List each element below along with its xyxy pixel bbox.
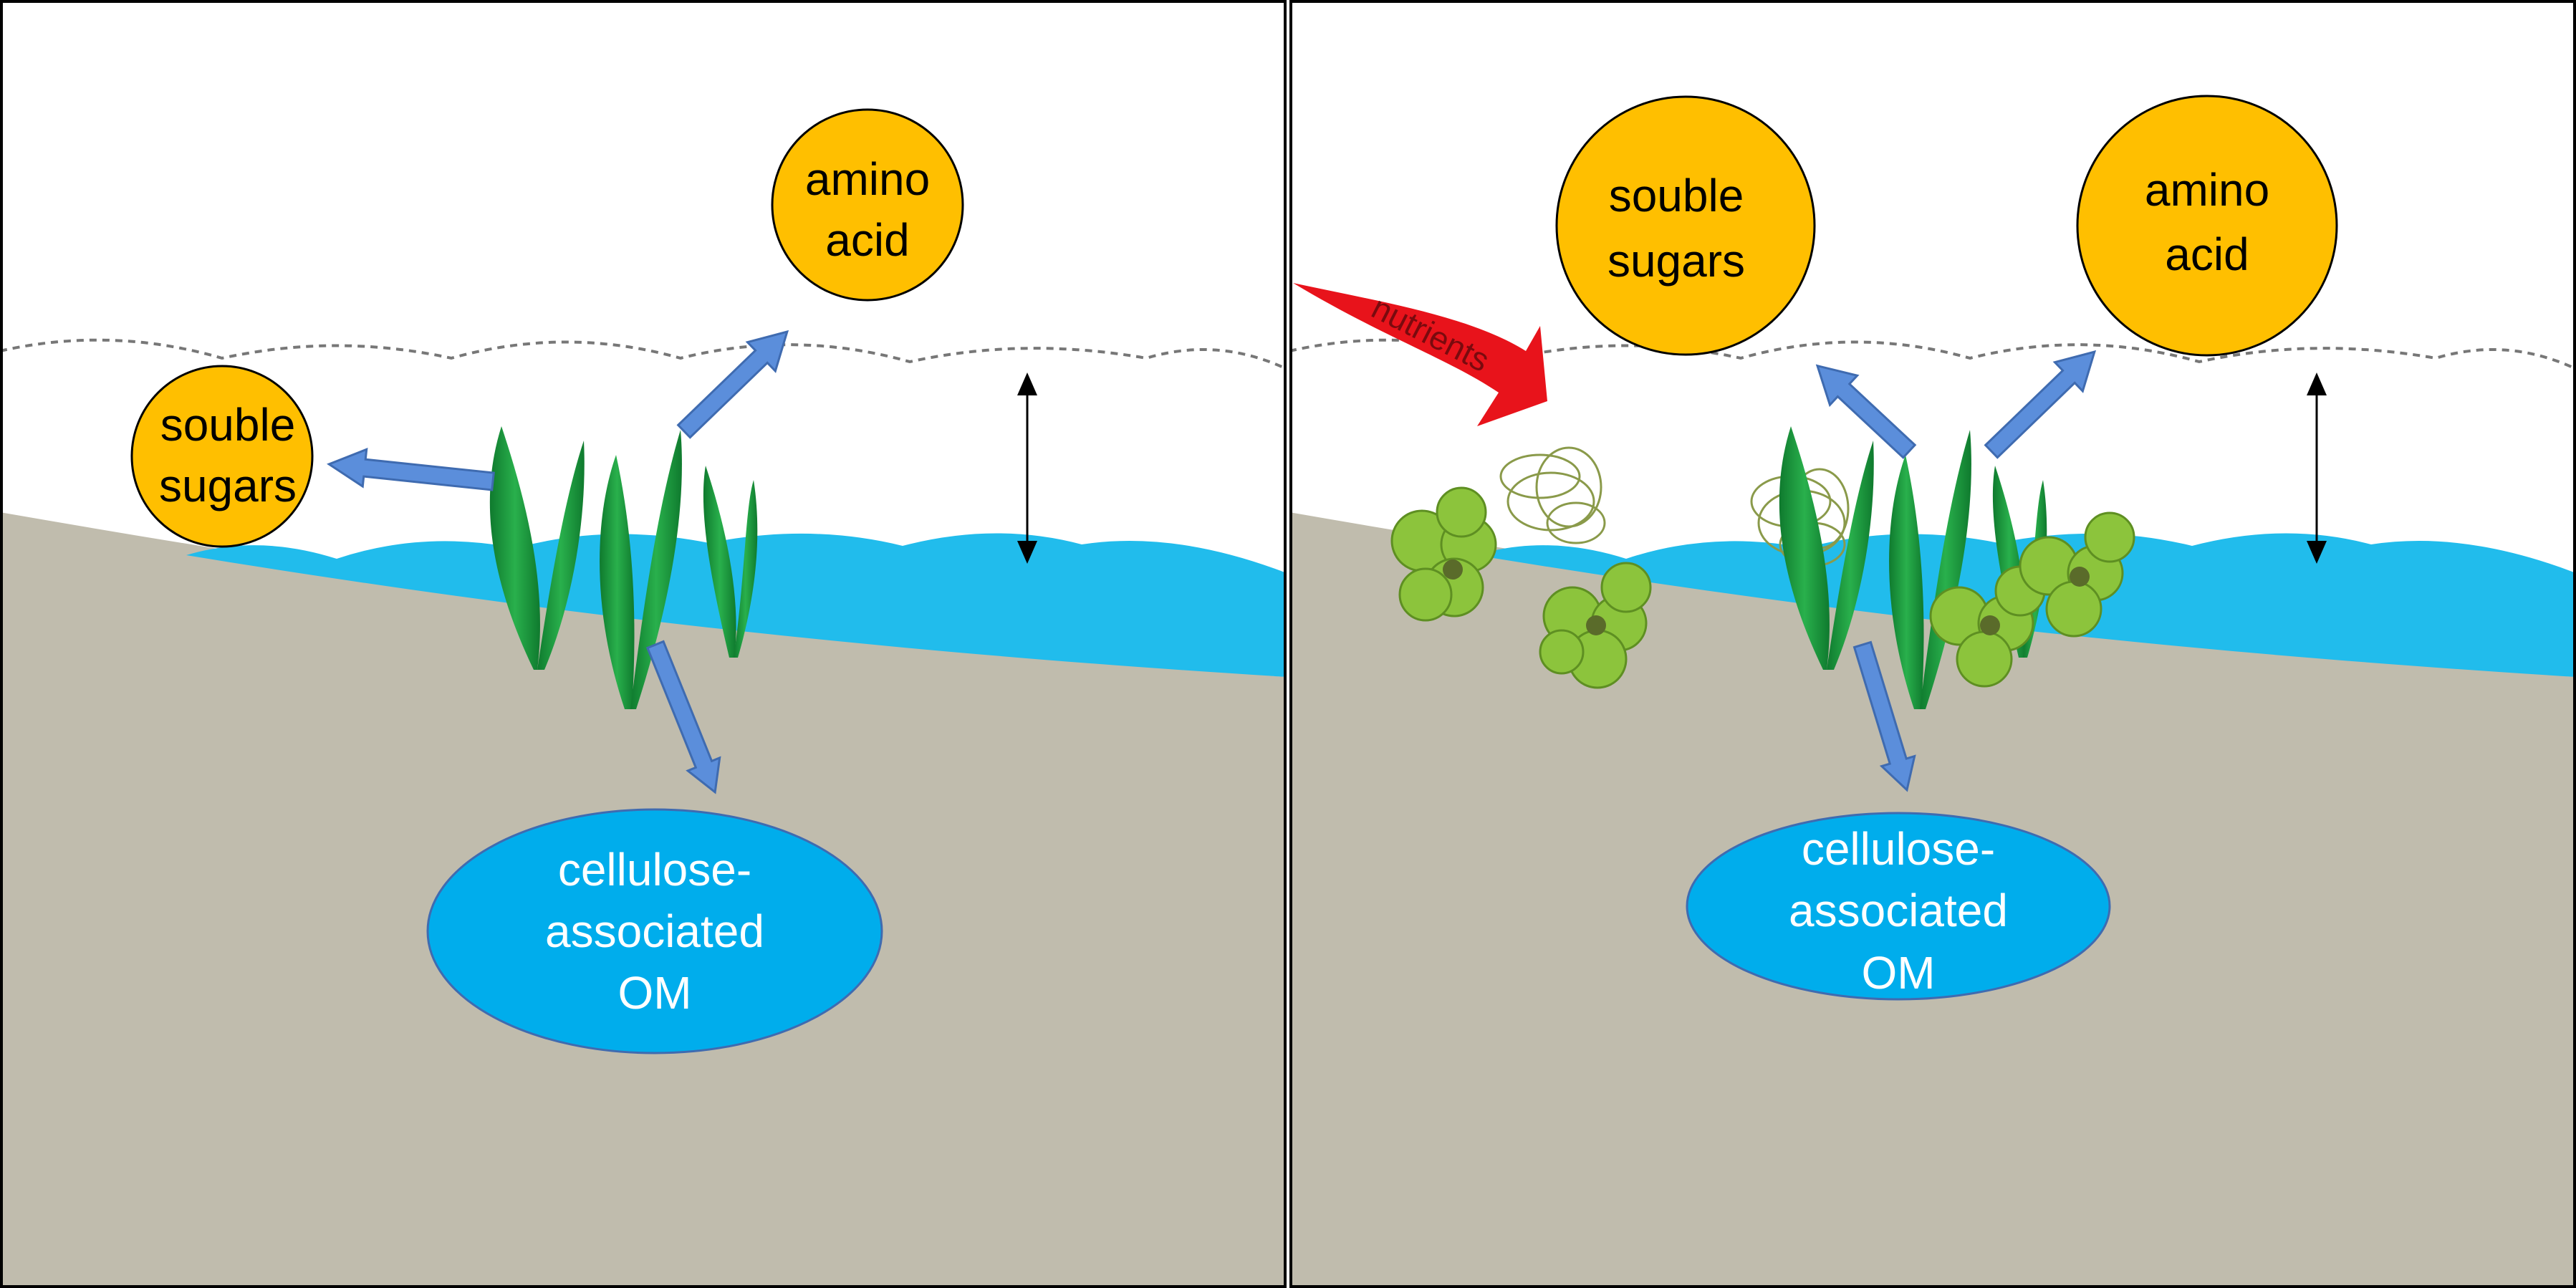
panel-right-border <box>1289 0 2576 1288</box>
bubble-soluble-sugars-line2: sugars <box>159 460 297 511</box>
pool-cellulose-om-line2: associated <box>1789 885 2008 936</box>
seagrass <box>489 426 758 709</box>
arrow-to-soluble-sugars <box>327 448 495 491</box>
panel-left: amino acid souble sugars cellulose- asso… <box>1 1 1285 1287</box>
seagrass <box>1779 426 2047 709</box>
bubble-amino-acid-line1: amino <box>805 153 930 205</box>
arrow-to-amino-acid <box>1984 350 2097 459</box>
svg-text:OM: OM <box>617 967 691 1019</box>
svg-text:cellulose-: cellulose- <box>558 844 751 895</box>
panel-right: nutrients <box>1291 1 2575 1287</box>
arrow-to-amino-acid <box>676 330 789 439</box>
panel-left-border <box>0 0 1287 1288</box>
bubble-soluble-sugars-line1: souble <box>160 399 296 451</box>
pool-cellulose-om-line3: OM <box>1861 947 1935 999</box>
bubble-amino-acid-line2: acid <box>2165 229 2249 280</box>
svg-text:souble: souble <box>160 399 296 451</box>
svg-text:amino: amino <box>805 153 930 205</box>
pool-cellulose-om-line3: OM <box>617 967 691 1019</box>
water-body <box>186 533 1285 677</box>
bubble-soluble-sugars: souble sugars <box>1555 95 1816 356</box>
bubble-amino-acid-line2: acid <box>825 214 909 266</box>
pool-cellulose-om: cellulose- associated OM <box>1686 812 2111 1001</box>
tidal-range-arrow <box>1017 373 1037 564</box>
high-tide-line <box>1 338 1285 370</box>
svg-text:amino: amino <box>2145 164 2269 216</box>
macroalgae <box>1390 486 2135 689</box>
arrow-to-cellulose-om <box>1852 640 1916 792</box>
svg-text:souble: souble <box>1609 170 1744 221</box>
svg-text:OM: OM <box>1861 947 1935 999</box>
svg-text:acid: acid <box>2165 229 2249 280</box>
arrow-to-cellulose-om <box>645 640 721 794</box>
svg-text:cellulose-: cellulose- <box>1802 823 1995 875</box>
svg-text:acid: acid <box>825 214 909 266</box>
pool-cellulose-om-line2: associated <box>545 905 764 957</box>
pool-cellulose-om-line1: cellulose- <box>1802 823 1995 875</box>
pool-cellulose-om-line1: cellulose- <box>558 844 751 895</box>
bubble-amino-acid: amino acid <box>771 108 964 302</box>
bubble-amino-acid-line1: amino <box>2145 164 2269 216</box>
bubble-soluble-sugars-line2: sugars <box>1607 235 1745 287</box>
svg-text:associated: associated <box>545 905 764 957</box>
svg-text:sugars: sugars <box>159 460 297 511</box>
bubble-amino-acid: amino acid <box>2076 95 2338 357</box>
pool-cellulose-om: cellulose- associated OM <box>426 808 883 1054</box>
svg-text:sugars: sugars <box>1607 235 1745 287</box>
bubble-soluble-sugars-line1: souble <box>1609 170 1744 221</box>
svg-text:associated: associated <box>1789 885 2008 936</box>
bubble-soluble-sugars: souble sugars <box>130 365 314 548</box>
tidal-range-arrow <box>2307 373 2327 564</box>
arrow-to-soluble-sugars <box>1815 364 1917 459</box>
